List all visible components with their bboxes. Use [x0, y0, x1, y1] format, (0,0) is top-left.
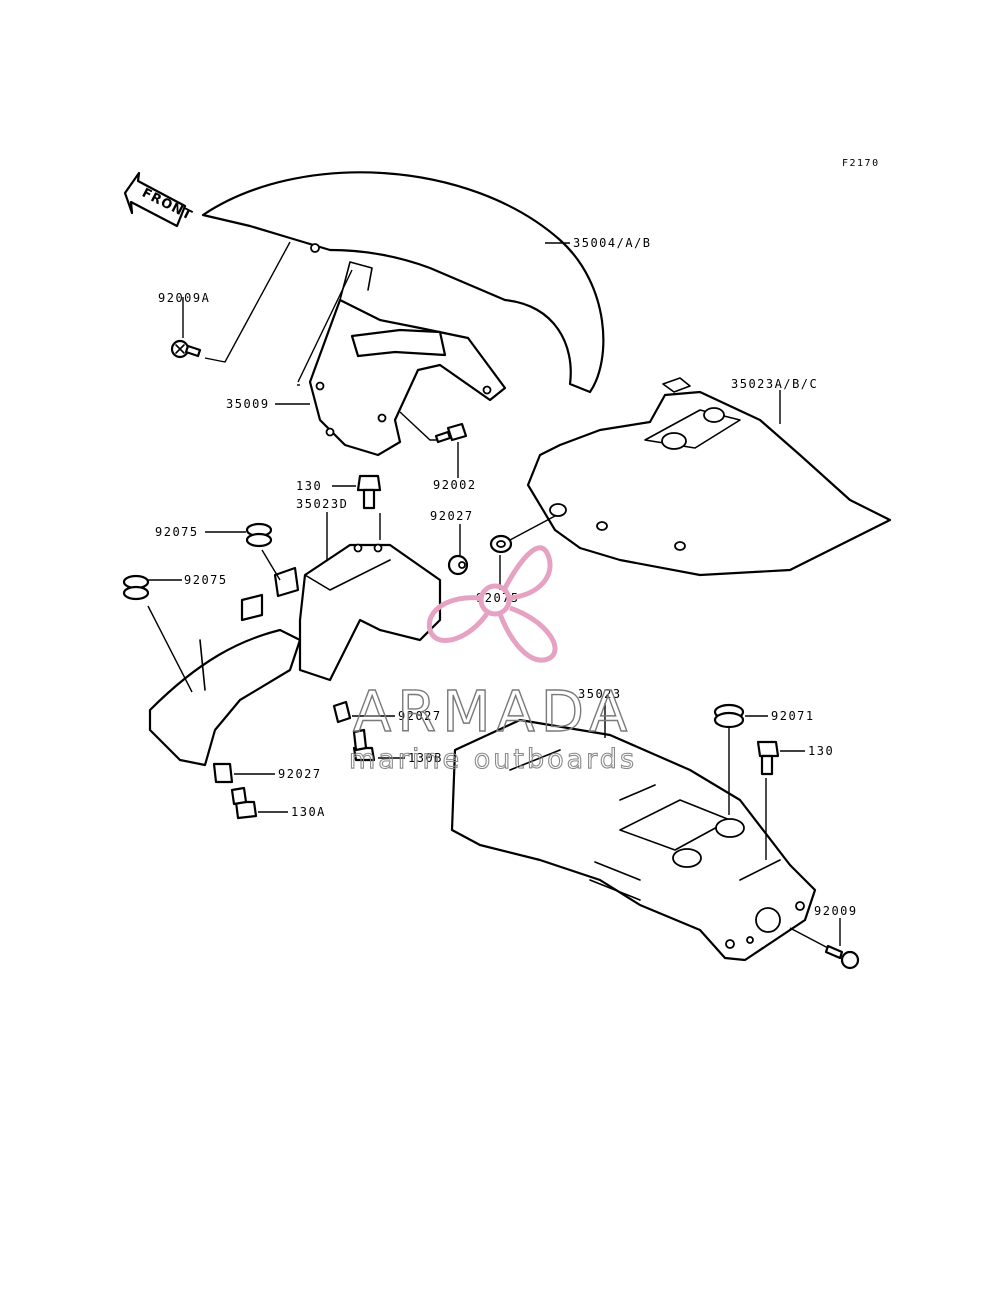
collar-92027-mid	[447, 554, 469, 576]
callout-92075-a: 92075	[155, 525, 199, 539]
callout-35023D: 35023D	[296, 497, 348, 511]
callout-130-top: 130	[296, 479, 322, 493]
armada-watermark: ARMADA marine outboards	[348, 545, 637, 776]
callout-92027-mid: 92027	[430, 509, 474, 523]
rear-fender-35023ABC	[526, 377, 892, 577]
collar-92027-b	[332, 700, 352, 724]
grommet-92075-c	[489, 534, 513, 554]
inner-fender-35023D	[148, 543, 442, 767]
bolt-92009	[824, 944, 860, 970]
callout-130-right: 130	[808, 744, 834, 758]
rubber-92071	[713, 703, 745, 729]
callout-92009: 92009	[814, 904, 858, 918]
callout-35004: 35004/A/B	[573, 236, 652, 250]
callout-130B: 130B	[408, 751, 443, 765]
bolt-130A	[230, 786, 258, 820]
bolt-130B	[352, 728, 376, 762]
grommet-92075-a	[245, 522, 273, 548]
callout-35023: 35023	[578, 687, 622, 701]
bolt-92009A	[170, 339, 202, 359]
watermark-brand: ARMADA	[353, 680, 633, 745]
front-arrow-icon: FRONT	[123, 171, 195, 228]
diagram-code: F2170	[842, 158, 880, 169]
propeller-logo-icon	[426, 545, 558, 663]
callout-92009A: 92009A	[158, 291, 210, 305]
bolt-92002	[434, 422, 468, 444]
collar-92027-c	[212, 762, 234, 784]
callout-130A: 130A	[291, 805, 326, 819]
callout-92027-b: 92027	[398, 709, 442, 723]
rear-fender-35023	[450, 718, 817, 962]
callout-92075-b: 92075	[184, 573, 228, 587]
callout-92071: 92071	[771, 709, 815, 723]
bolt-130-top	[356, 474, 382, 510]
front-fender	[201, 171, 605, 394]
callout-35023ABC: 35023A/B/C	[731, 377, 818, 391]
watermark-tagline: marine outboards	[349, 744, 637, 775]
bolt-130-right	[756, 740, 780, 776]
callout-35009: 35009	[226, 397, 270, 411]
fender-bracket-35009	[308, 261, 507, 457]
grommet-92075-b	[122, 574, 150, 601]
callout-92002: 92002	[433, 478, 477, 492]
callout-92027-c: 92027	[278, 767, 322, 781]
